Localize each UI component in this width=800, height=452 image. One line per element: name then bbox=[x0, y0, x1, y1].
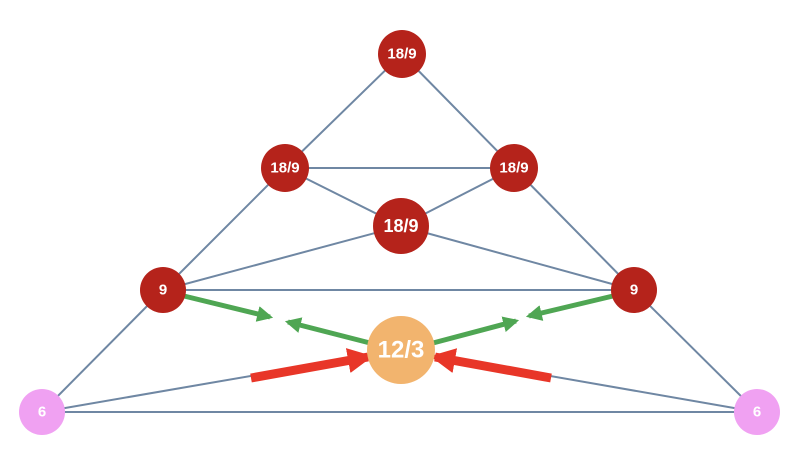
node-center: 12/3 bbox=[367, 316, 435, 384]
node-top-label: 18/9 bbox=[387, 46, 416, 63]
green-arrows bbox=[183, 293, 614, 346]
node-upper-right-label: 18/9 bbox=[499, 160, 528, 177]
green-arrow-left-outer bbox=[183, 293, 274, 322]
node-upper-right: 18/9 bbox=[490, 144, 538, 192]
red-arrow-left bbox=[250, 348, 373, 383]
edge-upper-left-mid-left bbox=[162, 167, 286, 291]
green-arrow-right-outer bbox=[525, 293, 614, 321]
node-bottom-left: 6 bbox=[19, 389, 65, 435]
edge-upper-right-mid-right bbox=[513, 167, 635, 291]
node-center-label: 12/3 bbox=[378, 337, 425, 364]
node-mid-right-label: 9 bbox=[630, 282, 638, 299]
node-mid-left-label: 9 bbox=[159, 282, 167, 299]
green-arrow-right-inner bbox=[432, 316, 520, 346]
node-mid-left: 9 bbox=[140, 267, 186, 313]
red-arrow-right bbox=[430, 348, 552, 383]
node-bottom-right: 6 bbox=[734, 389, 780, 435]
edge-mid-left-bottom-left bbox=[41, 289, 164, 413]
edge-mid-left-center-upper bbox=[162, 225, 402, 291]
node-upper-left-label: 18/9 bbox=[270, 160, 299, 177]
graph-nodes: 18/9 18/9 18/9 18/9 9 9 12/3 6 bbox=[19, 30, 780, 435]
edge-mid-right-center-upper bbox=[400, 225, 635, 291]
node-upper-left: 18/9 bbox=[261, 144, 309, 192]
edge-top-upper-right bbox=[401, 53, 515, 169]
green-arrow-left-inner bbox=[284, 317, 371, 346]
node-mid-right: 9 bbox=[611, 267, 657, 313]
node-center-upper: 18/9 bbox=[373, 198, 429, 254]
node-bottom-left-label: 6 bbox=[38, 404, 46, 421]
edge-mid-right-bottom-right bbox=[633, 289, 758, 413]
node-top: 18/9 bbox=[378, 30, 426, 78]
red-arrows bbox=[250, 348, 552, 383]
node-center-upper-label: 18/9 bbox=[383, 216, 418, 236]
node-bottom-right-label: 6 bbox=[753, 404, 761, 421]
edge-top-upper-left bbox=[284, 53, 403, 169]
